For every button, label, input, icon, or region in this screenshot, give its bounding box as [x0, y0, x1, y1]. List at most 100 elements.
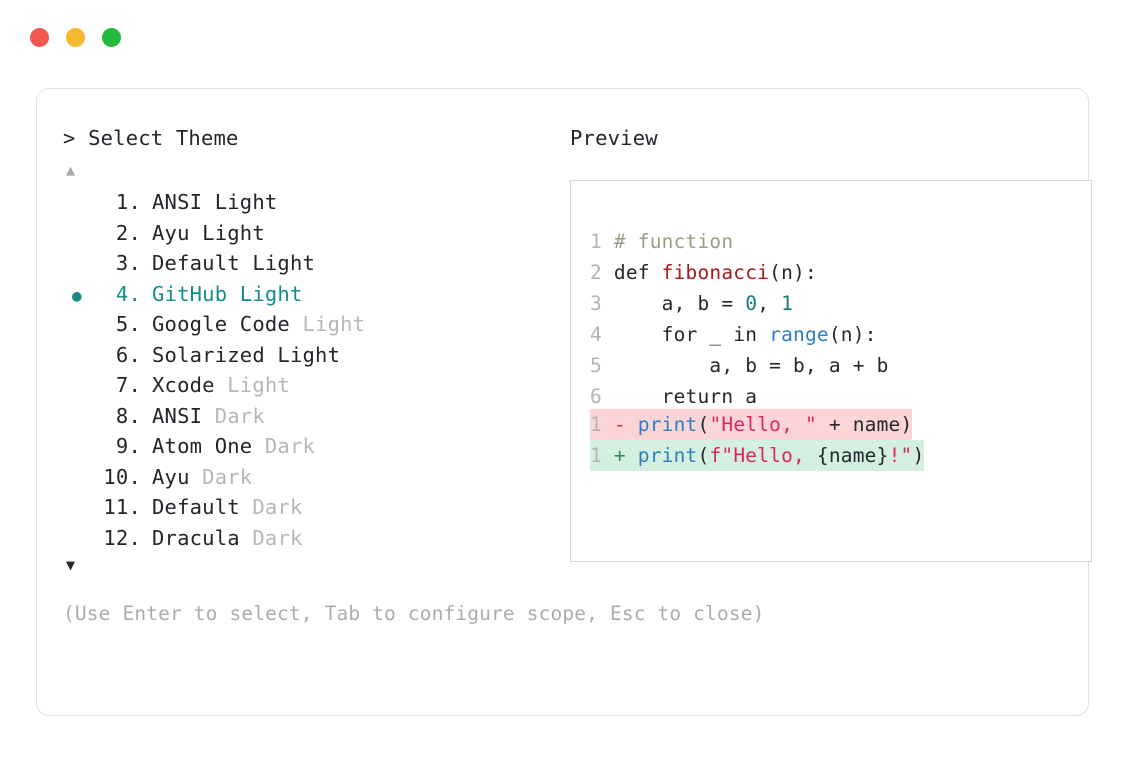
keyboard-hint: (Use Enter to select, Tab to configure s… [63, 602, 765, 625]
card-content: > Select Theme ▲ 1. ANSI Light 2.Ayu Light… [63, 125, 1092, 695]
code-token-string: f"Hello, [709, 444, 817, 467]
theme-list-item[interactable]: 5. Google Code Light [63, 309, 541, 340]
code-token-builtin: range [769, 323, 829, 346]
line-number: 1 [590, 444, 614, 467]
theme-item-number: 10. [103, 464, 141, 489]
theme-item-variant: Light [227, 373, 290, 397]
theme-item-variant: Light [302, 312, 366, 336]
code-token-plain: a, b = [601, 292, 746, 315]
line-number: 3 [590, 292, 602, 315]
code-token-plain [626, 444, 638, 467]
theme-list-item[interactable]: 12. Dracula Dark [63, 523, 541, 554]
theme-item-number: 12. [103, 525, 141, 550]
theme-item-variant: Light [202, 220, 265, 245]
theme-item-number: 5. [115, 312, 141, 336]
theme-item-name: Default Dark [152, 495, 303, 519]
theme-item-name: GitHub Light [152, 281, 303, 306]
scroll-up-arrow-icon[interactable]: ▲ [66, 161, 76, 179]
window-titlebar [30, 28, 121, 47]
line-number: 1 [590, 413, 614, 436]
preview-title: Preview [570, 126, 658, 150]
line-number: 4 [590, 323, 602, 346]
diff-marker: + [613, 444, 626, 467]
theme-item-name: Dracula Dark [152, 525, 303, 550]
minimize-window-button[interactable] [66, 28, 85, 47]
code-token-plain [626, 413, 638, 436]
theme-item-number: 11. [103, 495, 141, 519]
theme-item-variant: Dark [252, 525, 303, 550]
code-token-plain: (n): [828, 323, 877, 346]
line-number: 6 [590, 385, 602, 408]
code-token-plain: ( [697, 444, 710, 467]
theme-item-variant: Light [239, 281, 303, 306]
theme-item-number: 8. [115, 403, 141, 428]
theme-item-name: Xcode Light [152, 373, 290, 397]
close-window-button[interactable] [30, 28, 49, 47]
theme-item-name: ANSI Light [152, 190, 278, 214]
code-token-builtin: print [637, 413, 698, 436]
theme-list-item[interactable]: 7. Xcode Light [63, 370, 541, 401]
diff-marker: - [613, 413, 626, 436]
theme-item-variant: Light [277, 342, 341, 367]
code-line: 1 # function [590, 226, 889, 257]
theme-list-item[interactable]: 8. ANSI Dark [63, 401, 541, 432]
theme-item-name: ANSI Dark [152, 403, 265, 428]
code-token-plain: {name} [816, 444, 889, 467]
theme-item-number: 9. [115, 434, 141, 458]
two-column-layout: > Select Theme ▲ 1. ANSI Light 2.Ayu Light… [63, 125, 1092, 627]
code-line: 2 def fibonacci(n): [590, 257, 889, 288]
code-token-plain: ( [697, 413, 710, 436]
theme-item-name: Atom One Dark [152, 434, 316, 458]
theme-item-number: 6. [115, 342, 141, 367]
select-theme-prompt: > Select Theme [63, 126, 239, 150]
code-line: 6 return a [590, 381, 889, 412]
theme-selector-panel: > Select Theme ▲ 1. ANSI Light 2.Ayu Light… [63, 125, 765, 627]
code-token-plain: a, b = b, a + b [601, 354, 889, 377]
theme-item-variant: Light [214, 190, 278, 214]
diff-sample: 1 - print("Hello, " + name)1 + print(f"H… [590, 409, 925, 471]
scroll-down-arrow-icon[interactable]: ▼ [66, 556, 76, 574]
code-line: 3 a, b = 0, 1 [590, 288, 889, 319]
line-number: 2 [590, 261, 602, 284]
code-token-plain: ) [912, 444, 925, 467]
code-token-plain: for _ in [601, 323, 770, 346]
theme-list-item[interactable]: ●4.GitHub Light [63, 279, 541, 310]
theme-item-name: Default Light [152, 251, 316, 275]
theme-item-number: 7. [115, 373, 141, 397]
code-token-builtin: print [637, 444, 698, 467]
theme-item-variant: Dark [252, 495, 303, 519]
code-line: 4 for _ in range(n): [590, 319, 889, 350]
theme-item-name: Google Code Light [152, 312, 366, 336]
code-token-num: 1 [781, 292, 794, 315]
code-token-plain: + name) [816, 413, 913, 436]
maximize-window-button[interactable] [102, 28, 121, 47]
line-number: 1 [590, 230, 602, 253]
theme-item-variant: Dark [214, 403, 265, 428]
theme-list-item[interactable]: 11. Default Dark [63, 492, 541, 523]
theme-item-number: 1. [115, 190, 141, 214]
theme-picker-card: > Select Theme ▲ 1. ANSI Light 2.Ayu Light… [36, 88, 1092, 716]
theme-list-item[interactable]: 3. Default Light [63, 248, 541, 279]
diff-line-plus: 1 + print(f"Hello, {name}!") [590, 440, 925, 471]
selected-bullet-icon: ● [72, 285, 82, 305]
code-token-num: 0 [745, 292, 758, 315]
line-number: 5 [590, 354, 602, 377]
theme-list-item[interactable]: 6.Solarized Light [63, 340, 541, 371]
theme-item-number: 3. [115, 251, 141, 275]
theme-list-item[interactable]: 1. ANSI Light [63, 187, 541, 218]
code-token-string: "Hello, " [709, 413, 817, 436]
theme-item-name: Ayu Dark [152, 464, 253, 489]
code-line: 5 a, b = b, a + b [590, 350, 889, 381]
theme-list-item[interactable]: 9. Atom One Dark [63, 431, 541, 462]
theme-item-variant: Light [252, 251, 316, 275]
code-token-comment: # function [601, 230, 734, 253]
theme-list-item[interactable]: 10. Ayu Dark [63, 462, 541, 493]
diff-line-minus: 1 - print("Hello, " + name) [590, 409, 913, 440]
theme-list-item[interactable]: 2.Ayu Light [63, 218, 541, 249]
code-token-plain: (n): [769, 261, 817, 284]
theme-item-variant: Dark [264, 434, 316, 458]
code-token-plain: def [601, 261, 662, 284]
